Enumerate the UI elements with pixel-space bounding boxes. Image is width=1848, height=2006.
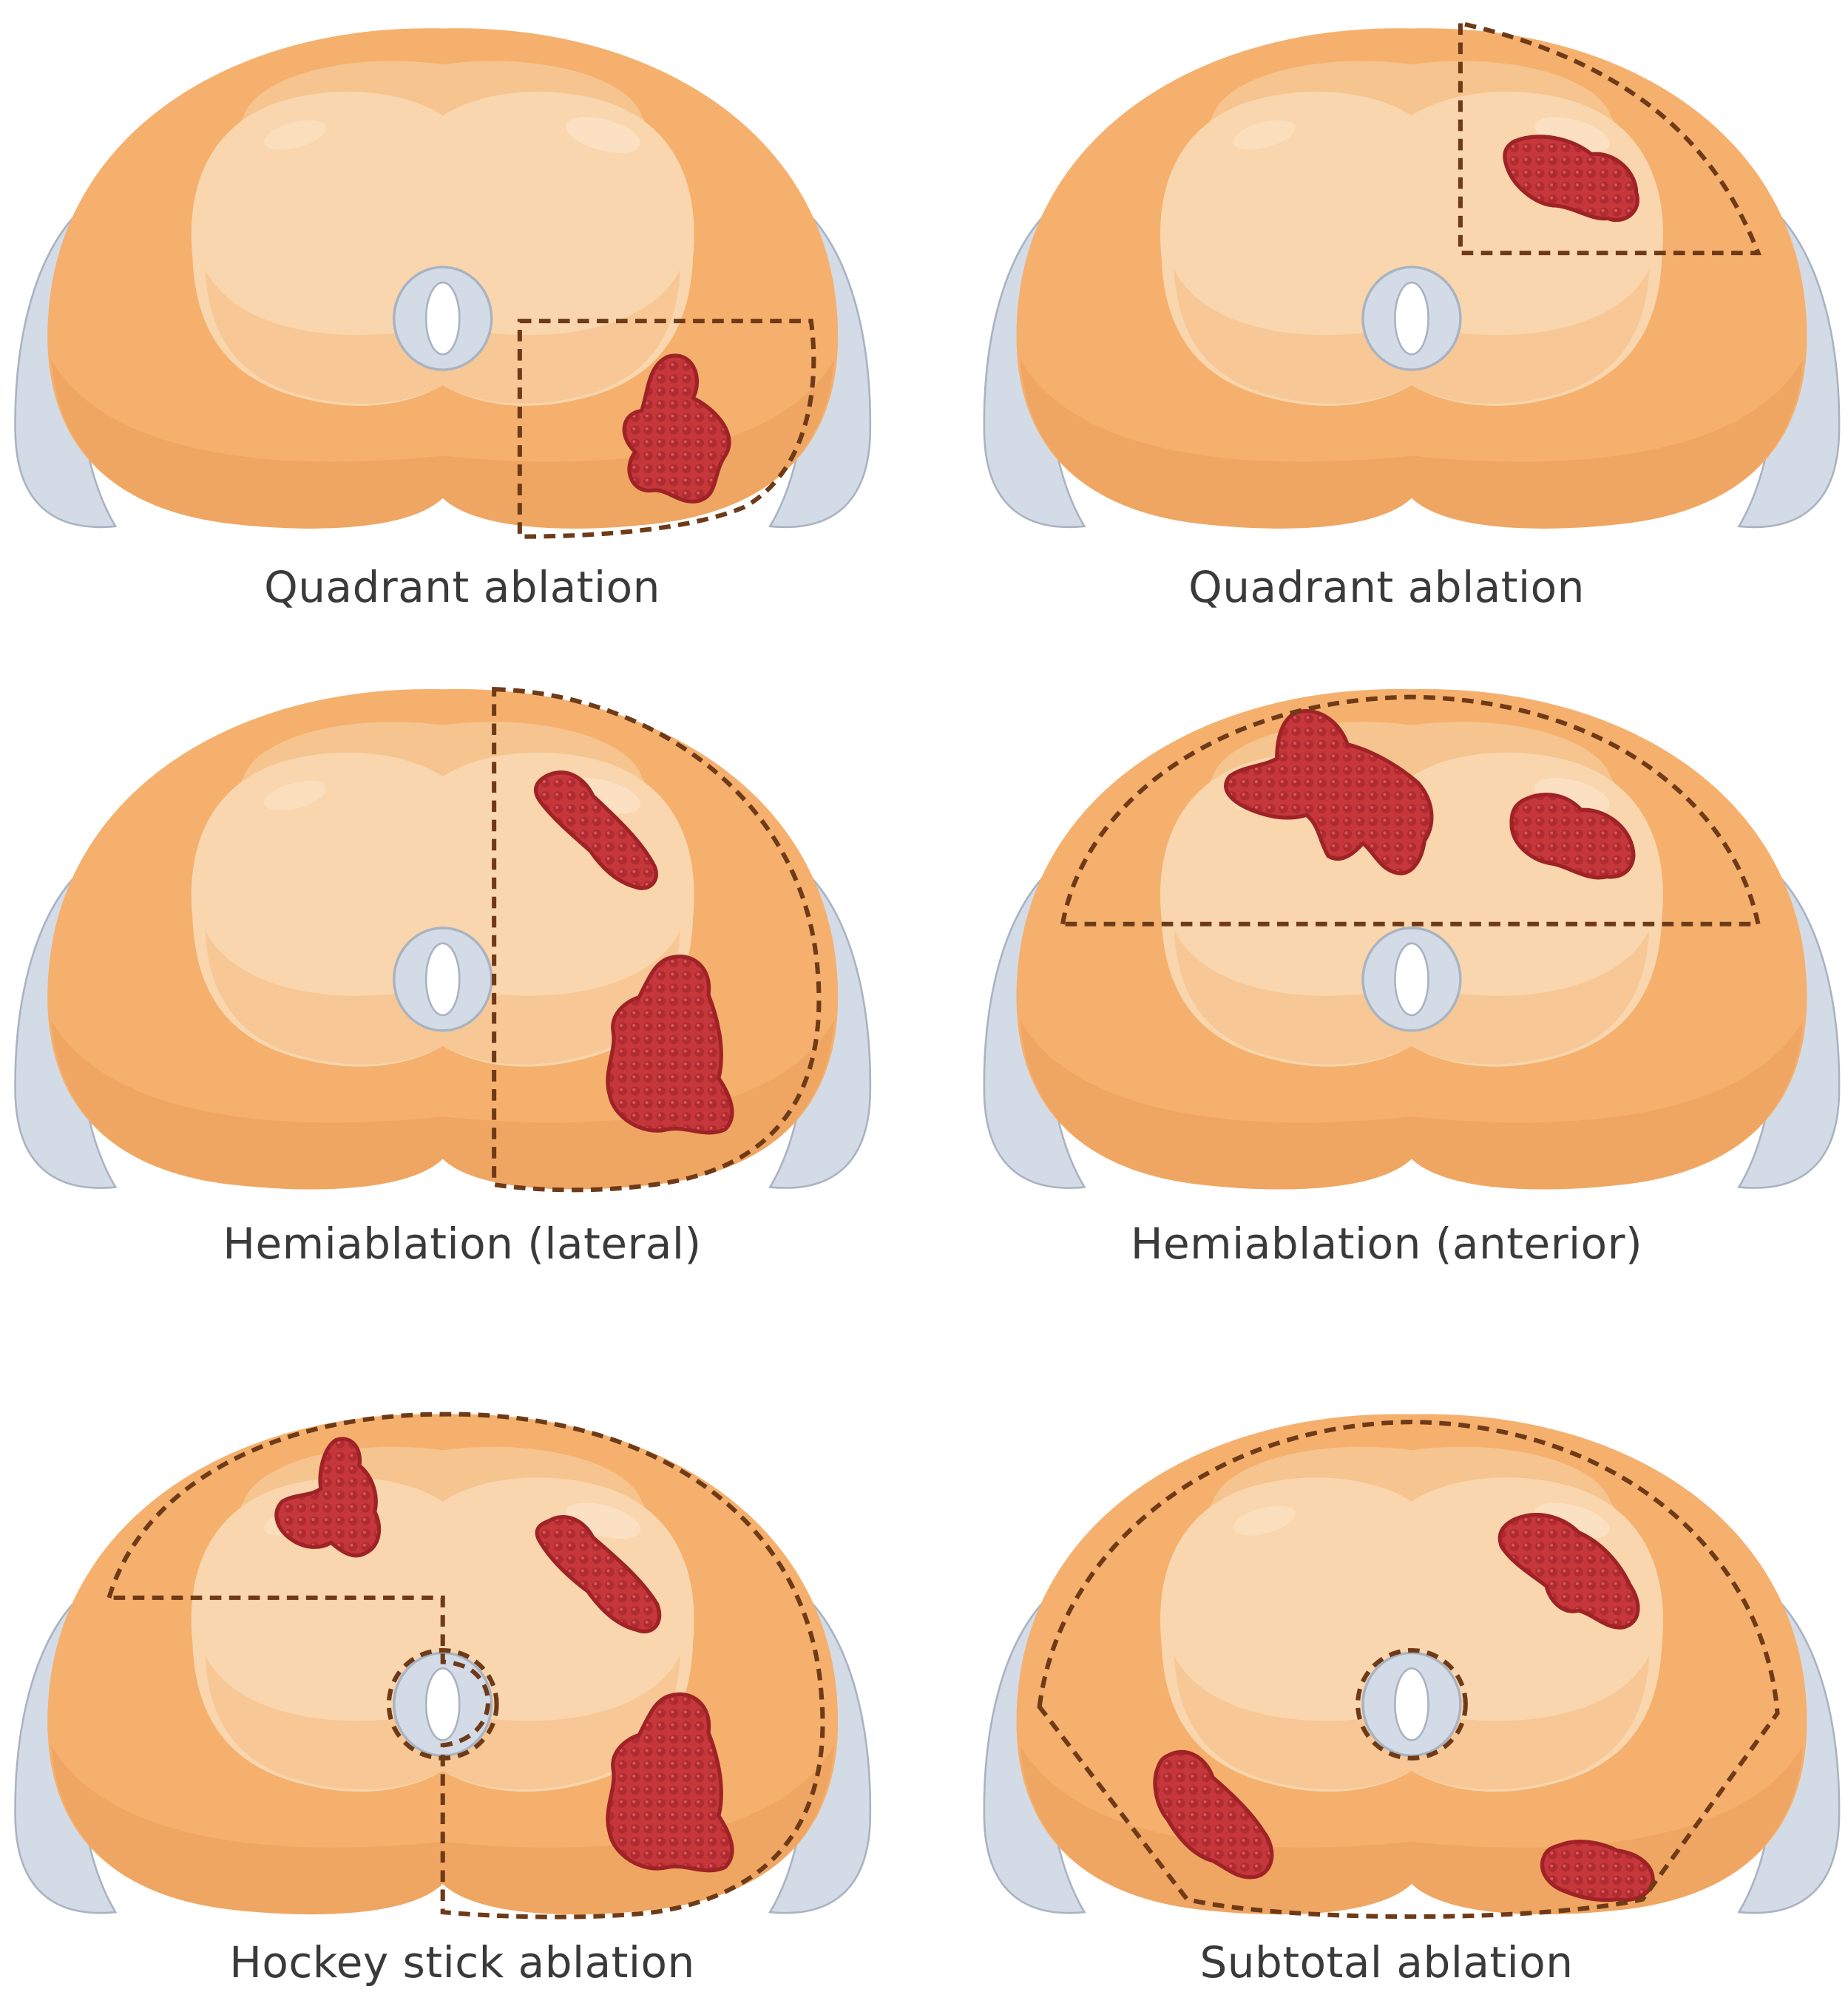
tumor-lesion-icon [1503,135,1639,223]
ablation-zone-subtotal [1037,1420,1780,1919]
prostate-cross-section-icon [983,1412,1841,1919]
urethra-sparing-boundary [1355,1647,1468,1761]
tumor-lesion-icon [1224,709,1434,875]
tumor-lesion-icon [274,1437,382,1558]
tumor-lesion-icon [534,770,658,890]
label-quadrant-1: Quadrant ablation [264,562,660,612]
label-hemi-lateral: Hemiablation (lateral) [223,1219,702,1269]
tumor-lesion-icon [1509,793,1636,880]
tumor-lesion-icon [606,1692,734,1873]
ablation-zone-hemi-anterior [1060,694,1761,926]
label-subtotal: Subtotal ablation [1199,1937,1574,1988]
tumor-lesion-icon [1153,1749,1274,1880]
prostate-gland [983,27,1841,530]
urethra-sparing-boundary [386,1647,499,1761]
prostate-gland [983,688,1841,1191]
prostate-gland [13,688,872,1191]
tumor-lesion-icon [1540,1840,1655,1902]
ablation-zone-quadrant-posterior [517,319,816,539]
ablation-zone-hockey-stick [106,1412,825,1919]
label-hockey-stick: Hockey stick ablation [229,1937,695,1988]
prostate-cross-section-icon [983,688,1841,1191]
prostate-gland [13,27,872,530]
ablation-zone-quadrant-anterior [1458,21,1761,256]
tumor-lesion-icon [622,353,731,504]
tumor-lesion-icon [535,1515,662,1633]
prostate-cross-section-icon [13,687,872,1193]
label-hemi-anterior: Hemiablation (anterior) [1130,1219,1643,1269]
tumor-lesion-icon [606,955,734,1135]
ablation-zone-hemi-lateral [492,687,822,1193]
prostate-gland [983,1412,1841,1916]
prostate-cross-section-icon [13,1412,872,1919]
prostate-cross-section-icon [983,21,1841,530]
label-quadrant-2: Quadrant ablation [1188,562,1585,612]
prostate-cross-section-icon [13,27,872,539]
tumor-lesion-icon [1497,1513,1640,1630]
